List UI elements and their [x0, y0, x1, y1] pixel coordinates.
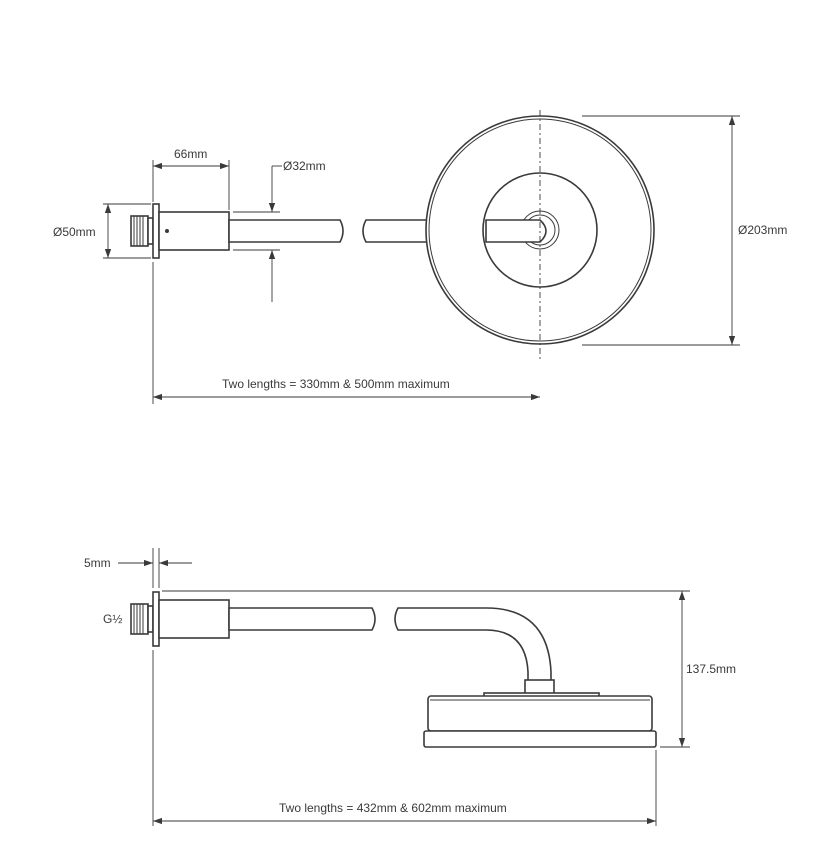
- wall-flange-side: [152, 591, 160, 647]
- wall-flange: [152, 203, 160, 259]
- head-face-plate: [423, 730, 657, 748]
- flange-body-side: [158, 599, 230, 639]
- dim-head-diameter: Ø203mm: [738, 223, 787, 237]
- arm-left: [228, 219, 344, 243]
- dim-arm-diameter: Ø32mm: [283, 159, 326, 173]
- thread-inlet: [130, 215, 154, 247]
- dim-height: 137.5mm: [686, 662, 736, 676]
- arm-elbow-top: [485, 219, 547, 243]
- flange-body: [158, 211, 230, 251]
- swivel-connector: [524, 679, 555, 695]
- dim-flange-diameter: Ø50mm: [53, 225, 96, 239]
- top-view: Ø50mm 66mm Ø32mm Ø203mm Two lengths = 33…: [53, 110, 787, 404]
- thread-inlet-side: [130, 603, 154, 635]
- grub-screw: [165, 229, 169, 233]
- dim-total-length-top: Two lengths = 330mm & 500mm maximum: [222, 377, 450, 391]
- arm-right-side: [394, 607, 552, 683]
- dim-thread: G½: [103, 612, 122, 626]
- dim-flange-length: 66mm: [174, 147, 207, 161]
- dim-total-length-side: Two lengths = 432mm & 602mm maximum: [279, 801, 507, 815]
- head-body: [427, 695, 653, 732]
- side-view: 5mm G½ 137.5mm Two lengths = 432mm & 602…: [84, 548, 736, 826]
- arm-left-side: [228, 607, 376, 631]
- dim-flange-thickness: 5mm: [84, 556, 111, 570]
